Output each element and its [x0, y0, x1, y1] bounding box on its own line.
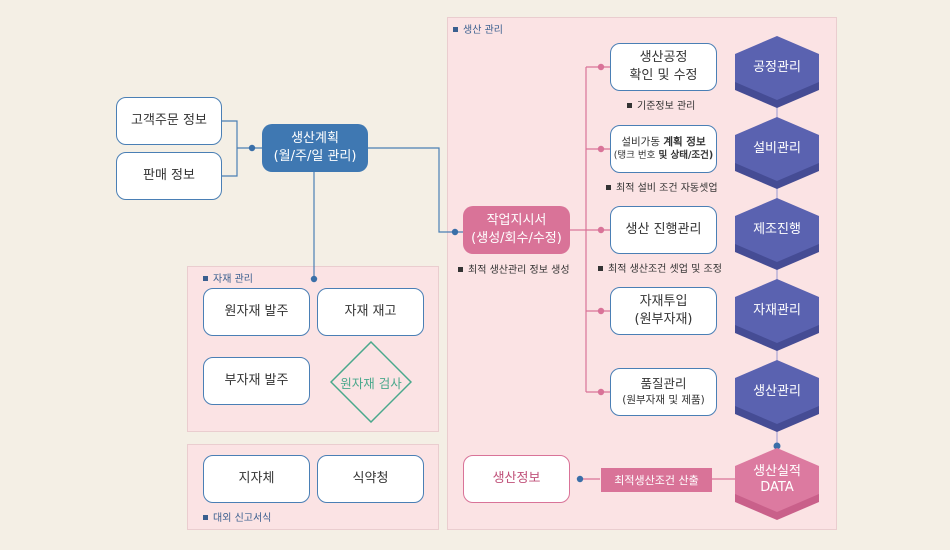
production-plan-subtitle: (월/주/일 관리)	[273, 149, 357, 164]
quality-management-subtitle: (원부자재 및 제품)	[622, 394, 705, 407]
hex-material-management-label: 자재관리	[753, 303, 801, 318]
hex-manufacturing-progress-label: 제조진행	[753, 222, 801, 237]
hex-equipment-management-label: 설비관리	[753, 141, 801, 156]
materials-panel-label: 자재 관리	[203, 270, 253, 285]
work-order-box[interactable]: 작업지시서 (생성/회수/수정)	[463, 206, 570, 254]
quality-management-box[interactable]: 품질관리 (원부자재 및 제품)	[610, 368, 717, 416]
process-confirm-title: 생산공정	[639, 50, 688, 66]
process-confirm-note: 기준정보 관리	[627, 97, 695, 112]
equipment-plan-subtitle-b: 및 상태/조건)	[658, 149, 714, 161]
food-drug-agency-label: 식약청	[352, 471, 389, 487]
material-input-subtitle: (원부자재)	[634, 312, 693, 327]
quality-management-title: 품질관리	[640, 376, 687, 392]
hex-shapes	[735, 36, 819, 520]
work-order-title: 작업지시서	[486, 213, 547, 229]
raw-material-inspection[interactable]: 원자재 검사	[329, 340, 413, 424]
production-info-box[interactable]: 생산정보	[463, 455, 570, 503]
hex-process-management-label: 공정관리	[753, 60, 801, 75]
food-drug-agency-box[interactable]: 식약청	[317, 455, 424, 503]
result-subtitle: DATA	[760, 479, 794, 495]
local-government-box[interactable]: 지자체	[203, 455, 310, 503]
local-government-label: 지자체	[238, 471, 275, 487]
material-inventory-label: 자재 재고	[344, 304, 397, 320]
hex-manufacturing-progress[interactable]: 제조진행	[735, 198, 819, 262]
customer-order-box[interactable]: 고객주문 정보	[116, 97, 222, 145]
raw-material-inspection-label: 원자재 검사	[340, 375, 402, 391]
hex-material-management[interactable]: 자재관리	[735, 279, 819, 343]
production-info-label: 생산정보	[492, 471, 541, 487]
hex-process-management[interactable]: 공정관리	[735, 36, 819, 100]
equipment-plan-subtitle-a: (탱크 번호	[613, 149, 659, 161]
raw-material-order-box[interactable]: 원자재 발주	[203, 288, 310, 336]
optimal-condition-label: 최적생산조건 산출	[614, 474, 699, 487]
external-panel-label: 대외 신고서식	[203, 509, 271, 524]
work-order-subtitle: (생성/회수/수정)	[471, 231, 562, 246]
production-progress-note: 최적 생산조건 셋업 및 조정	[598, 260, 722, 275]
work-order-note: 최적 생산관리 정보 생성	[458, 261, 570, 276]
optimal-condition-tag: 최적생산조건 산출	[601, 468, 712, 492]
hex-production-management[interactable]: 생산관리	[735, 360, 819, 424]
equipment-plan-title-a: 설비가동	[621, 136, 664, 148]
hex-production-management-label: 생산관리	[753, 384, 801, 399]
material-input-title: 자재투입	[639, 294, 688, 310]
material-input-box[interactable]: 자재투입 (원부자재)	[610, 287, 717, 335]
production-progress-label: 생산 진행관리	[625, 222, 702, 238]
hex-equipment-management[interactable]: 설비관리	[735, 117, 819, 181]
inspection-diamond-shape	[329, 340, 413, 424]
production-progress-box[interactable]: 생산 진행관리	[610, 206, 717, 254]
customer-order-label: 고객주문 정보	[131, 113, 207, 129]
process-confirm-subtitle: 확인 및 수정	[629, 68, 698, 83]
production-plan-title: 생산계획	[291, 131, 339, 147]
production-plan-box[interactable]: 생산계획 (월/주/일 관리)	[262, 124, 368, 172]
material-inventory-box[interactable]: 자재 재고	[317, 288, 424, 336]
equipment-plan-title-b: 계획 정보	[663, 136, 706, 148]
sub-material-order-label: 부자재 발주	[224, 373, 289, 389]
raw-material-order-label: 원자재 발주	[224, 304, 289, 320]
equipment-plan-note: 최적 설비 조건 자동셋업	[606, 179, 718, 194]
production-panel-label: 생산 관리	[453, 21, 503, 36]
sales-info-box[interactable]: 판매 정보	[116, 152, 222, 200]
result-title: 생산실적	[753, 464, 801, 479]
equipment-plan-box[interactable]: 설비가동 계획 정보 (탱크 번호 및 상태/조건)	[610, 125, 717, 173]
sub-material-order-box[interactable]: 부자재 발주	[203, 357, 310, 405]
sales-info-label: 판매 정보	[143, 168, 195, 184]
